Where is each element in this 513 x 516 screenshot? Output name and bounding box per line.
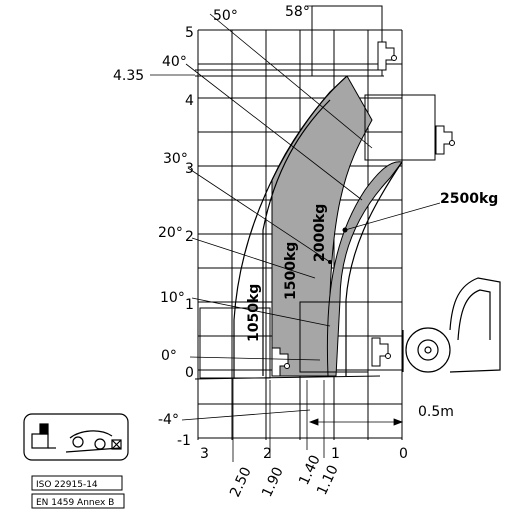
- reach-label-1.90: 1.90: [259, 465, 287, 500]
- carriage-icons: [271, 41, 455, 377]
- scale-label: 0.5m: [418, 404, 454, 420]
- standards-labels: ISO 22915-14 EN 1459 Annex B: [31, 475, 125, 509]
- reach-lines: [232, 378, 325, 462]
- forklift-icon: [31, 423, 56, 449]
- load-label-2500kg: 2500kg: [440, 191, 498, 207]
- y-tick-label: 0: [185, 365, 194, 381]
- y-tick-label: 3: [185, 161, 194, 177]
- machine-tilt-icon: [65, 430, 122, 453]
- angle-label-0: 0°: [161, 348, 177, 364]
- standard-en: EN 1459 Annex B: [36, 498, 114, 508]
- max-height-label: 4.35: [113, 68, 144, 84]
- angle-label-58: 58°: [285, 4, 310, 20]
- boundary-1500kg: [262, 99, 331, 376]
- y-tick-labels: 5 4 3 2 1 0 -1: [177, 25, 194, 449]
- reach-label-2.50: 2.50: [227, 465, 255, 500]
- y-tick-label: 4: [185, 93, 194, 109]
- load-label-1050kg: 1050kg: [246, 284, 262, 342]
- standard-iso: ISO 22915-14: [36, 480, 98, 490]
- angle-label-10: 10°: [160, 290, 185, 306]
- load-label-2000kg: 2000kg: [312, 204, 328, 262]
- x-tick-label: 2: [263, 446, 272, 462]
- y-tick-label: 5: [185, 25, 194, 41]
- standard-pictogram: [23, 413, 129, 461]
- y-tick-label: 1: [185, 297, 194, 313]
- y-tick-label: -1: [177, 433, 191, 449]
- x-tick-label: 0: [399, 446, 408, 462]
- machine-front: [402, 277, 501, 373]
- leader-lines: [150, 5, 441, 426]
- angle-label-50: 50°: [213, 8, 238, 24]
- zone-markers: [328, 227, 348, 264]
- angle-label-20: 20°: [158, 225, 183, 241]
- x-tick-labels: 3 2 1 0: [200, 446, 408, 462]
- angle-label-30: 30°: [163, 151, 188, 167]
- x-tick-label: 1: [331, 446, 340, 462]
- angle-label-40: 40°: [162, 54, 187, 70]
- boundary-1050kg: [233, 75, 348, 378]
- y-tick-label: 2: [185, 229, 194, 245]
- x-tick-label: 3: [200, 446, 209, 462]
- load-label-1500kg: 1500kg: [283, 242, 299, 300]
- boundary-2500kg: [345, 161, 403, 376]
- angle-label-minus4: -4°: [158, 412, 179, 428]
- boom-outlines: [194, 5, 436, 380]
- load-zone-2500kg-area: [326, 161, 403, 377]
